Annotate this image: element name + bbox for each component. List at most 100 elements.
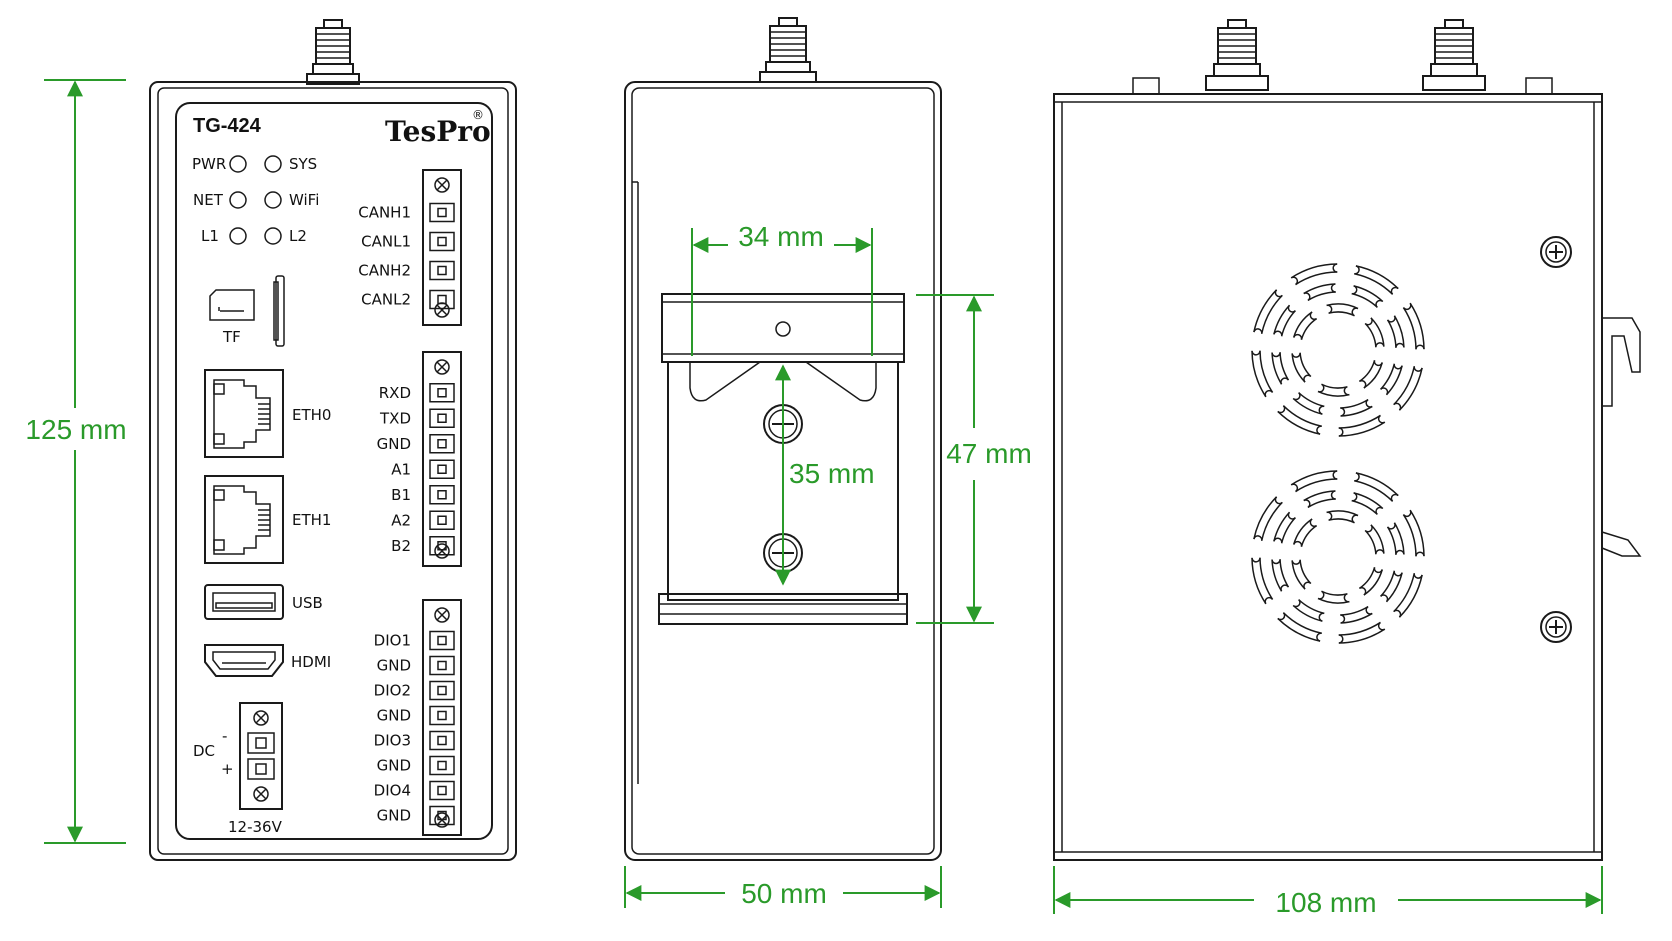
sd-card-icon [209,289,255,321]
terminal-pin [429,408,455,428]
terminal-pin [429,434,455,454]
terminal-pin [429,383,455,403]
terminal-label: GND [377,435,411,453]
dimension-annotations: 125 mm 50 mm 34 mm 35 mm 47 mm 108 mm [25,79,1603,918]
terminal-label: TXD [379,409,411,427]
terminal-label: B1 [391,486,411,504]
terminal-block-icon [422,169,462,326]
dc-plus-label: + [221,760,234,778]
rj45-icon [204,475,284,564]
top-width-dimension-label: 108 mm [1275,887,1376,918]
top-view [1053,19,1642,861]
rail-height-dimension-label: 47 mm [946,438,1032,469]
vent-icon [1251,263,1425,437]
terminal-pin [429,805,455,826]
front-view: TG-424 TesPro ® PWR SYS NET WiFi L1 L2 T… [149,19,517,861]
terminal-label: GND [377,807,411,825]
terminal-label: GND [377,657,411,675]
led-label: SYS [289,155,317,173]
led-label: L1 [201,227,219,245]
eth0-label: ETH0 [292,406,331,424]
terminal-pin [429,655,455,676]
top-housing [1053,93,1603,861]
terminal-pin [429,510,455,530]
led-indicators: PWR SYS NET WiFi L1 L2 [192,155,319,245]
brand-logo: TesPro [385,115,491,148]
rail-width-dimension-label: 34 mm [738,221,824,252]
terminal-label: CANH1 [358,204,411,222]
led-icon [264,155,282,173]
terminal-label: DIO1 [374,632,411,650]
usb-icon [204,584,284,620]
height-dimension-label: 125 mm [25,414,126,445]
hole-spacing-dimension-label: 35 mm [789,458,875,489]
mounting-clip [1602,317,1641,407]
terminal-pin [429,485,455,505]
terminal-label: A2 [391,511,411,529]
terminal-pin [429,289,455,310]
terminal-label: A1 [391,460,411,478]
dc-power-terminal: DC - + 12-36V [193,702,283,836]
terminal-label: CANL2 [361,291,411,309]
dc-minus-label: - [222,727,227,745]
side-width-dimension-label: 50 mm [741,878,827,909]
vent-icon [1251,470,1425,644]
led-icon [229,191,247,209]
terminal-label: CANH2 [358,262,411,280]
front-housing [149,81,517,861]
terminal-pin [429,536,455,556]
brand-registered-mark: ® [472,108,484,122]
rj45-icon [204,369,284,458]
led-icon [264,227,282,245]
terminal-pin [429,755,455,776]
terminal-label: CANL1 [361,233,411,251]
tf-label: TF [222,328,241,346]
terminal-label: B2 [391,537,411,555]
terminal-label: GND [377,707,411,725]
terminal-pin [429,231,455,252]
led-label: WiFi [289,191,319,209]
terminal-block-icon [239,702,283,810]
terminal-block-icon [422,351,462,567]
terminal-pin [429,730,455,751]
usb-label: USB [292,594,323,612]
terminal-label: DIO4 [374,782,411,800]
terminal-label: GND [377,757,411,775]
led-icon [264,191,282,209]
terminal-pin [429,260,455,281]
terminal-label: DIO2 [374,682,411,700]
dc-label: DC [193,742,215,760]
hdmi-label: HDMI [291,653,331,671]
antenna-connector-icon [306,19,360,85]
hdmi-port: HDMI [204,644,331,677]
terminal-block-icon [422,599,462,836]
terminal-pin [429,202,455,223]
screw-icon [1540,611,1572,643]
tf-card-slot: TF [209,275,285,347]
antenna-connector-icon [759,17,817,83]
terminal-label: DIO3 [374,732,411,750]
led-icon [229,227,247,245]
eth1-label: ETH1 [292,511,331,529]
terminal-pin [429,780,455,801]
hdmi-icon [204,644,284,677]
terminal-label: RXD [379,384,411,402]
led-label: PWR [192,155,226,173]
led-label: L2 [289,227,307,245]
terminal-pin [429,680,455,701]
usb-port: USB [204,584,323,620]
front-panel [175,102,493,840]
terminal-pin [429,459,455,479]
mounting-clip [1601,531,1642,557]
side-housing [624,81,942,861]
antenna-connector-icon [1422,19,1486,91]
screw-icon [1540,236,1572,268]
terminal-pin [429,630,455,651]
eth1-port: ETH1 [204,475,331,564]
antenna-connector-icon [1205,19,1269,91]
terminal-pin [429,705,455,726]
